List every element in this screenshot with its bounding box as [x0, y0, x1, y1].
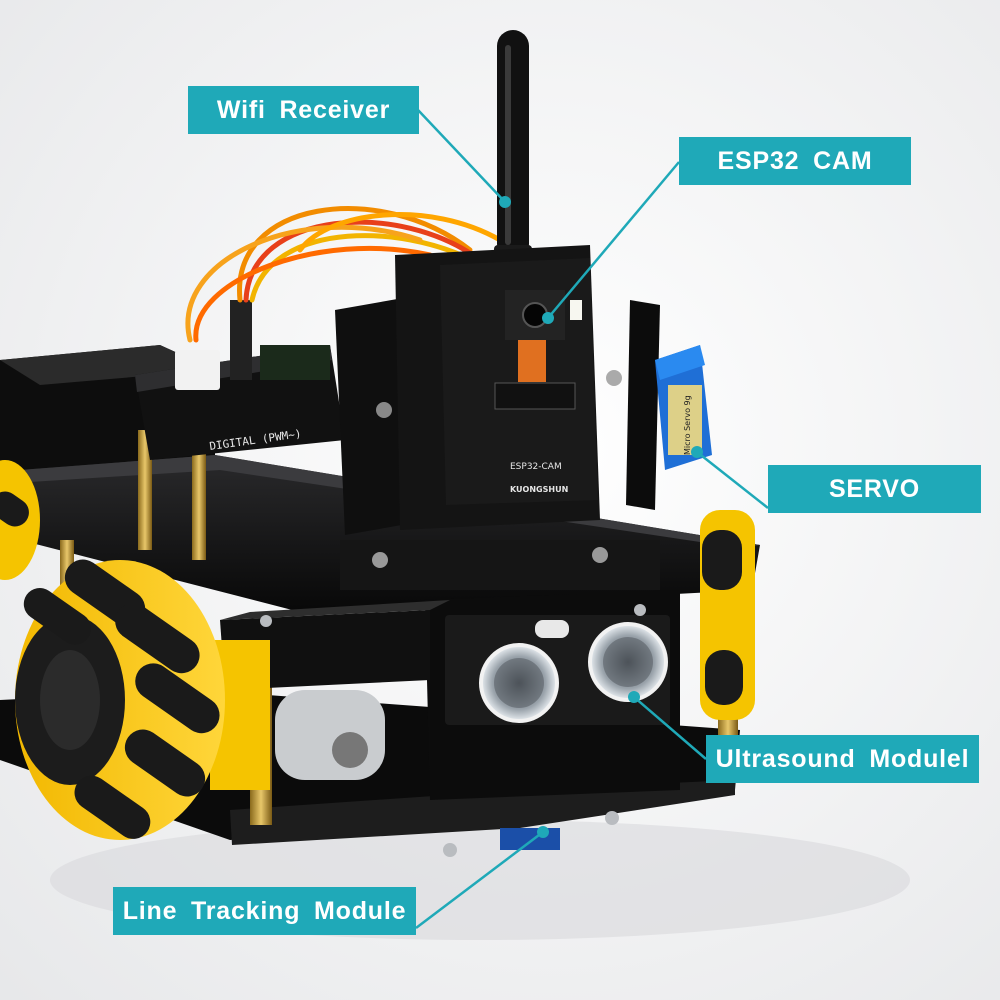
line-tracking-leader-dot [537, 826, 549, 838]
micro-servo: Micro Servo 9g [655, 345, 712, 470]
mecanum-wheel-front-right [700, 510, 755, 720]
servo-label: SERVO [768, 465, 981, 513]
jumper-wires [185, 206, 503, 343]
ultrasound-leader-dot [628, 691, 640, 703]
servo-leader-dot [691, 446, 703, 458]
wifi-receiver-label: Wifi Receiver [188, 86, 419, 134]
line-tracking-leader-line [415, 831, 544, 929]
esp32-leader-dot [542, 312, 554, 324]
ultrasound-module-label: Ultrasound Modulel [706, 735, 979, 783]
screws [260, 604, 646, 857]
esp32-cam-board: ESP32-CAM KUONGSHUN [440, 258, 598, 505]
callout-dots [499, 196, 703, 838]
wifi-leader-line [417, 109, 506, 203]
callout-lines [415, 109, 769, 929]
mecanum-wheel-front-left [15, 559, 225, 840]
servo-leader-line [696, 451, 769, 509]
mecanum-wheel-rear-left [0, 460, 40, 580]
wifi-leader-dot [499, 196, 511, 208]
esp32-silkscreen: ESP32-CAM [510, 462, 562, 472]
esp32-leader-line [547, 161, 680, 319]
ultrasound-leader-line [633, 696, 707, 760]
ultrasonic-sensor [445, 615, 670, 725]
esp32-cam-label: ESP32 CAM [679, 137, 911, 185]
brand-silkscreen: KUONGSHUN [510, 485, 568, 494]
wifi-antenna [494, 30, 532, 270]
line-tracking-module-label: Line Tracking Module [113, 887, 416, 935]
line-tracking-sensor [500, 828, 560, 850]
servo-sticker: Micro Servo 9g [683, 395, 692, 455]
